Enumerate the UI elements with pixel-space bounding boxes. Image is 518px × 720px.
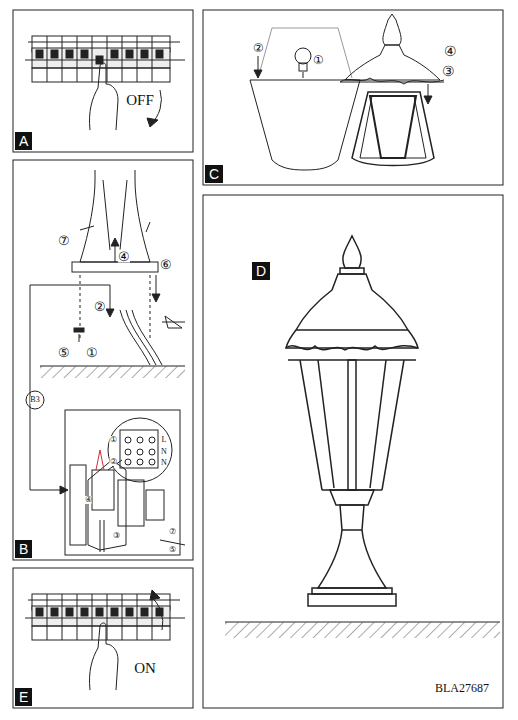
panel-letter: C (205, 165, 223, 183)
callout-number: ④ (85, 496, 92, 504)
callout-number: ② (110, 458, 117, 466)
callout-number: ④ (118, 250, 130, 263)
panel-letter-badge: E (15, 688, 32, 706)
panel-letter-badge: B (15, 540, 32, 558)
callout-number: ⑦ (169, 528, 176, 536)
model-number: BLA27687 (435, 682, 489, 694)
callout-number: ③ (113, 532, 120, 540)
callout-number: ① (313, 54, 324, 66)
panel-letter: B (15, 540, 32, 558)
callout-number: ④ (444, 45, 457, 59)
callout-number: ⑤ (58, 346, 70, 359)
callout-number: ⑤ (169, 546, 176, 554)
panel-letter-badge: C (205, 165, 223, 183)
step-word: ON (134, 661, 156, 676)
terminal-letter: N (161, 459, 167, 467)
panel-letter: D (252, 262, 270, 280)
panel-letter: A (15, 132, 32, 150)
callout-number: ⑦ (58, 234, 70, 247)
panel-letter-badge: A (15, 132, 32, 150)
callout-number: ⑥ (160, 258, 172, 271)
panel-letter: E (15, 688, 32, 706)
callout-number: B3 (30, 396, 39, 404)
panel-letter-badge: D (252, 262, 270, 280)
terminal-letter: L (162, 436, 167, 444)
callout-number: ② (253, 42, 264, 54)
step-word: OFF (126, 93, 154, 108)
callout-number: ① (86, 346, 98, 359)
terminal-letter: N (161, 448, 167, 456)
callout-number: ② (94, 300, 106, 313)
callout-number: ① (110, 436, 117, 444)
callout-number: ③ (442, 65, 455, 79)
